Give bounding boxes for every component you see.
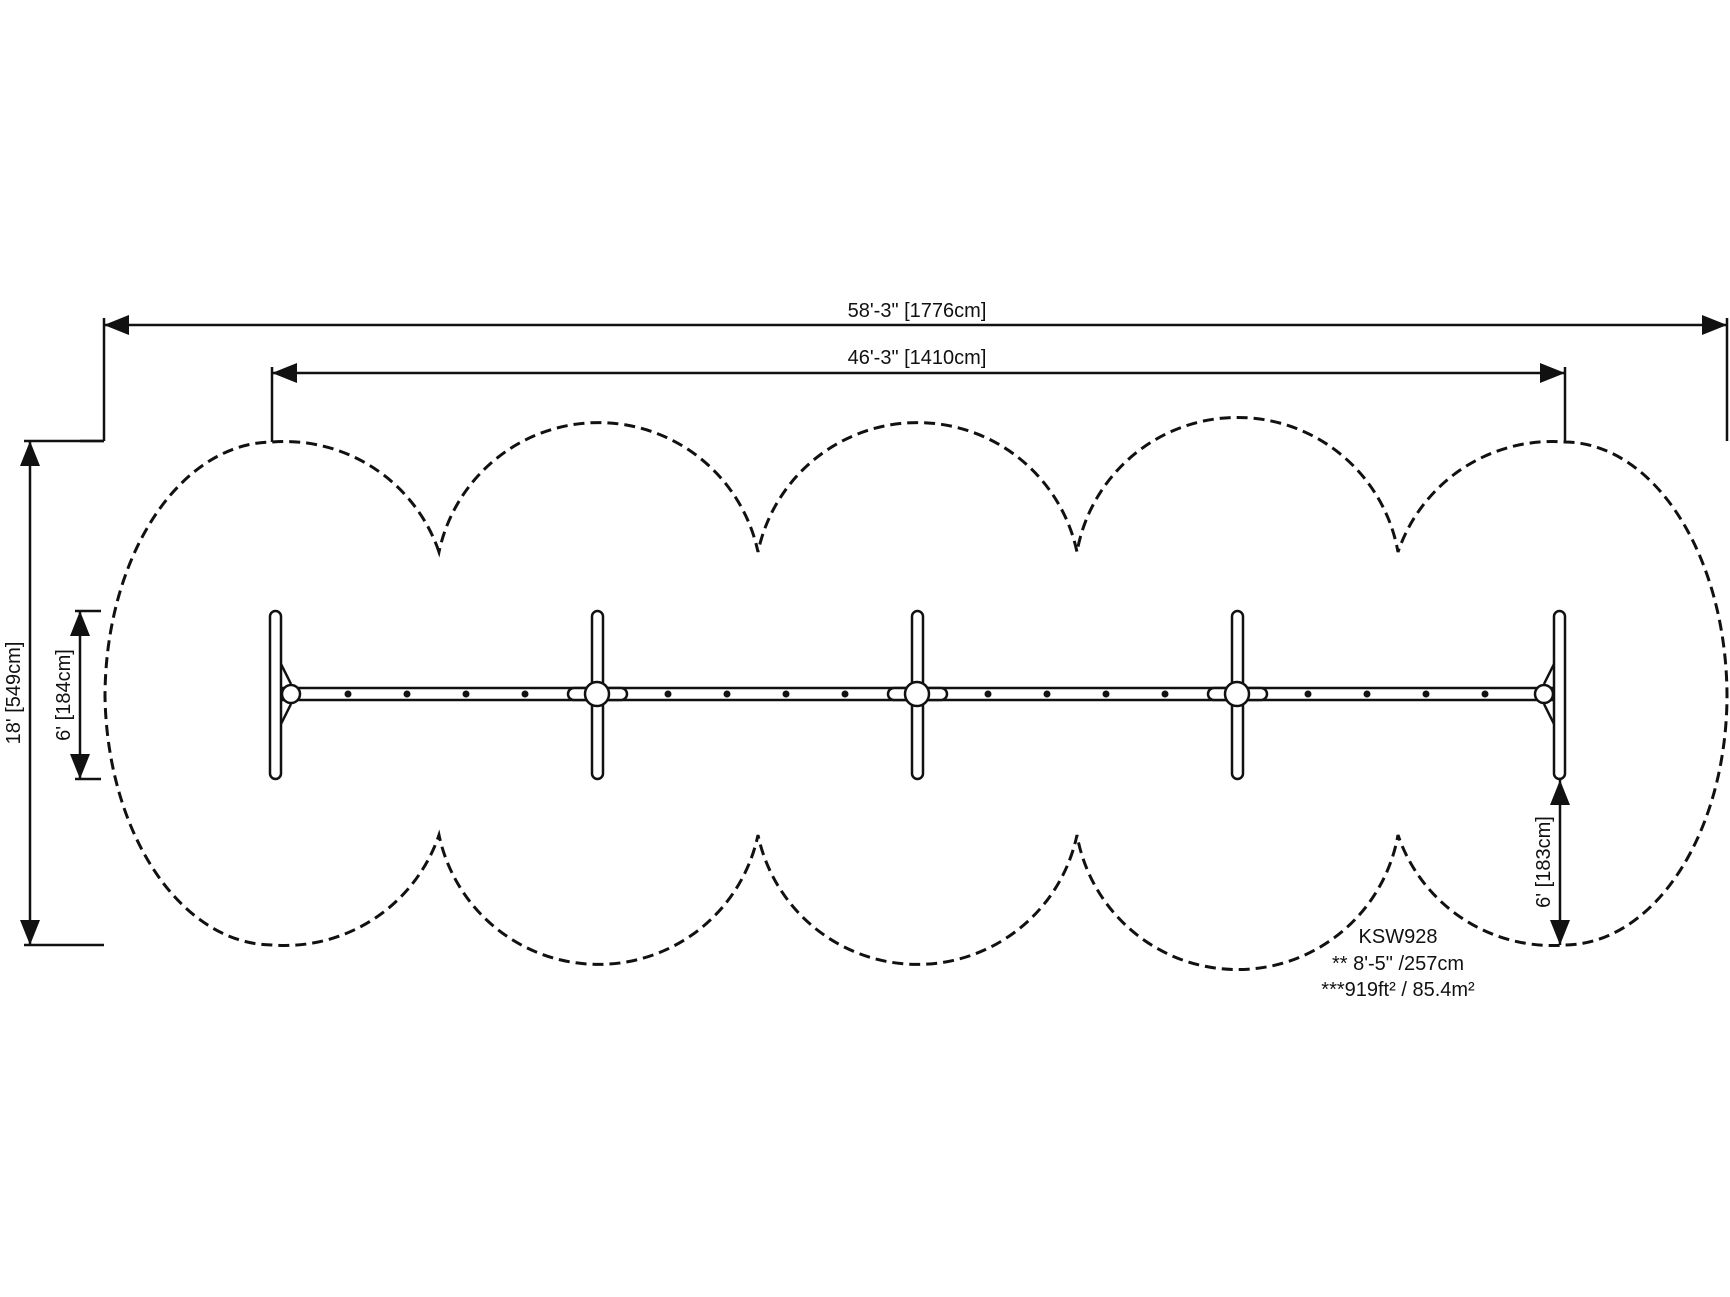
overall-length-dimension: 58'-3" [1776cm] xyxy=(80,300,1729,443)
post-5 xyxy=(1533,609,1567,781)
post-2 xyxy=(566,609,629,781)
post-4 xyxy=(1206,609,1269,781)
clearance-label: 6' [183cm] xyxy=(1533,816,1555,908)
overall-length-label: 58'-3" [1776cm] xyxy=(848,300,987,322)
end-foot-label: 6' [184cm] xyxy=(53,649,75,741)
overall-width-label: 18' [549cm] xyxy=(3,642,25,745)
end-foot-dimension: 6' [184cm] xyxy=(53,609,101,781)
post-3 xyxy=(886,609,949,781)
model-name: KSW928 xyxy=(1359,926,1438,948)
post-span-dimension: 46'-3" [1410cm] xyxy=(270,347,1567,442)
post-1 xyxy=(268,609,302,781)
coverage-outline xyxy=(103,416,1729,971)
clearance-dimension: 6' [183cm] xyxy=(1533,780,1570,945)
overall-width-dimension: 18' [549cm] xyxy=(3,439,104,947)
beam-bolts xyxy=(344,690,1489,698)
model-info: KSW928 ** 8'-5" /257cm ***919ft² / 85.4m… xyxy=(1321,926,1475,1001)
height-note: ** 8'-5" /257cm xyxy=(1332,953,1464,975)
post-span-label: 46'-3" [1410cm] xyxy=(848,347,987,369)
area-note: ***919ft² / 85.4m² xyxy=(1321,979,1475,1001)
